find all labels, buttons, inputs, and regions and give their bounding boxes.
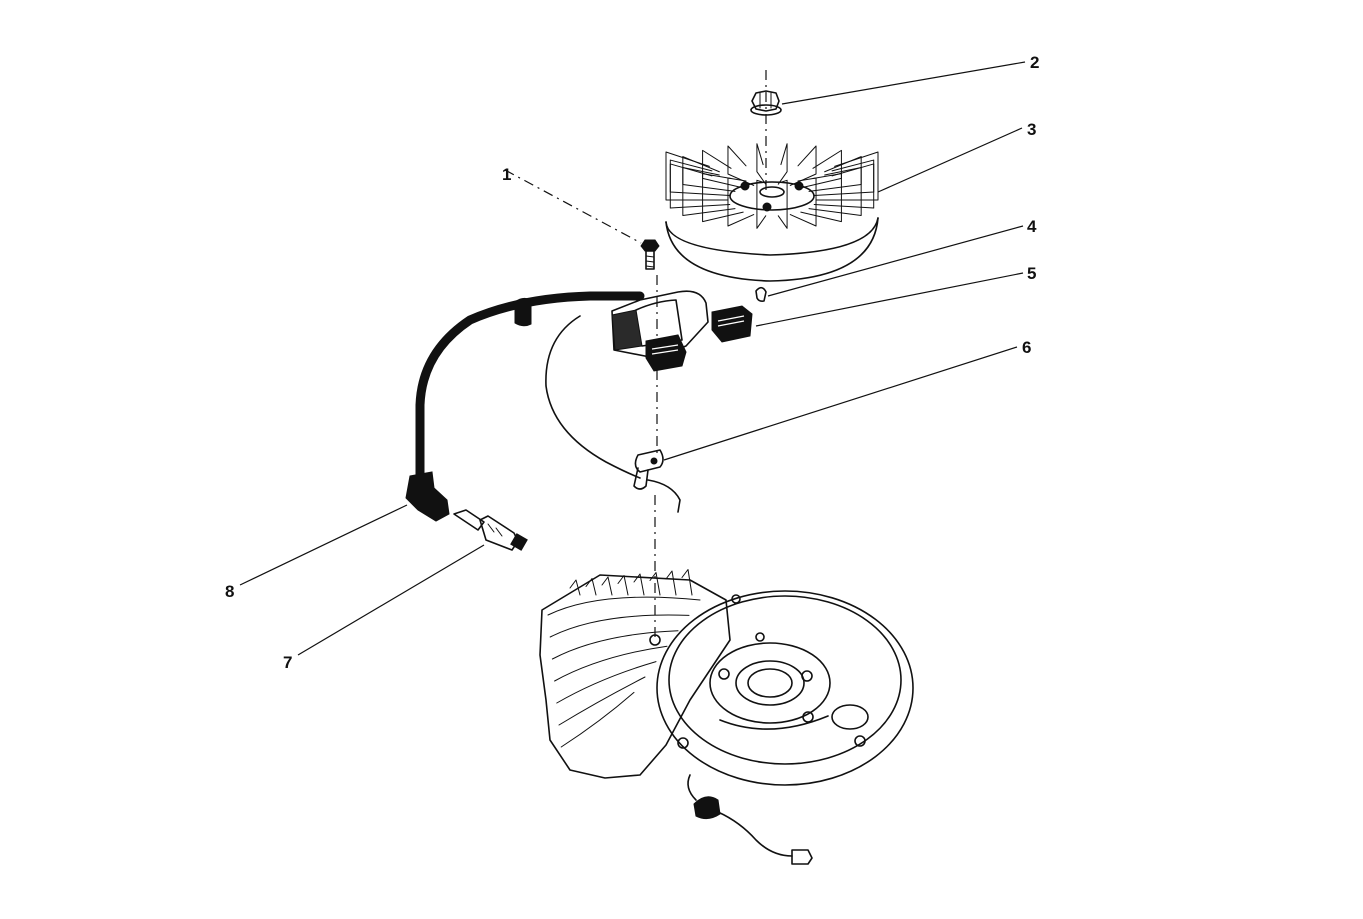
cylinder-fin-top <box>649 572 661 596</box>
cylinder-fin <box>549 614 690 638</box>
flywheel-fin <box>756 179 767 229</box>
part-flywheel <box>665 143 879 282</box>
cylinder-fin-top <box>681 569 693 596</box>
flywheel-fin <box>800 173 842 223</box>
part-screw <box>640 239 660 270</box>
cylinder-fin-top <box>569 579 581 596</box>
flywheel-fin <box>682 156 736 192</box>
flywheel-fin <box>789 177 817 227</box>
cylinder-fin-top <box>665 570 677 596</box>
cylinder-fin <box>547 596 701 616</box>
flywheel-fin <box>808 166 862 216</box>
cylinder-fin-top <box>585 578 597 596</box>
callout-1: 1 <box>502 165 511 184</box>
flywheel-fin <box>756 143 767 185</box>
flywheel-fin <box>777 143 788 185</box>
cylinder-fin <box>560 691 635 748</box>
flywheel-fin <box>815 151 879 201</box>
assembly-centre-lines <box>504 70 767 646</box>
cylinder-fin-top <box>633 573 645 596</box>
flywheel-fin <box>808 156 862 192</box>
cylinder-fin-top <box>601 576 613 596</box>
flywheel-fin <box>813 159 875 209</box>
callout-8: 8 <box>225 582 234 601</box>
callout-leaders <box>239 61 1026 656</box>
cylinder-fin <box>551 630 679 660</box>
callout-labels: 1 2 3 4 5 6 7 8 <box>225 53 1039 672</box>
callout-4: 4 <box>1027 217 1037 236</box>
flywheel-fin <box>727 145 755 186</box>
part-ignition-module <box>415 290 753 483</box>
part-spark-plug <box>453 509 528 551</box>
part-flywheel-key <box>755 286 767 302</box>
part-engine-block <box>539 569 914 865</box>
flywheel-fin <box>669 159 731 209</box>
flywheel-fin <box>682 166 736 216</box>
flywheel-fin <box>727 177 755 227</box>
flywheel-fin <box>702 173 744 223</box>
flywheel-fins <box>665 143 879 229</box>
flywheel-fin <box>669 163 731 196</box>
cylinder-fin-top <box>617 575 629 596</box>
callout-5: 5 <box>1027 264 1036 283</box>
flywheel-fin <box>789 145 817 186</box>
cylinder-fin <box>554 645 668 682</box>
cylinder-fin <box>556 661 657 704</box>
callout-2: 2 <box>1030 53 1039 72</box>
callout-3: 3 <box>1027 120 1036 139</box>
part-wire-clip <box>633 449 681 513</box>
cylinder-fin <box>558 676 646 726</box>
flywheel-fin <box>813 163 875 196</box>
callout-6: 6 <box>1022 338 1031 357</box>
flywheel-fin <box>665 151 729 201</box>
cylinder-fins <box>547 569 701 748</box>
callout-7: 7 <box>283 653 292 672</box>
flywheel-fin <box>777 179 788 229</box>
flywheel-fin <box>702 149 744 189</box>
part-spark-plug-boot <box>405 471 450 522</box>
